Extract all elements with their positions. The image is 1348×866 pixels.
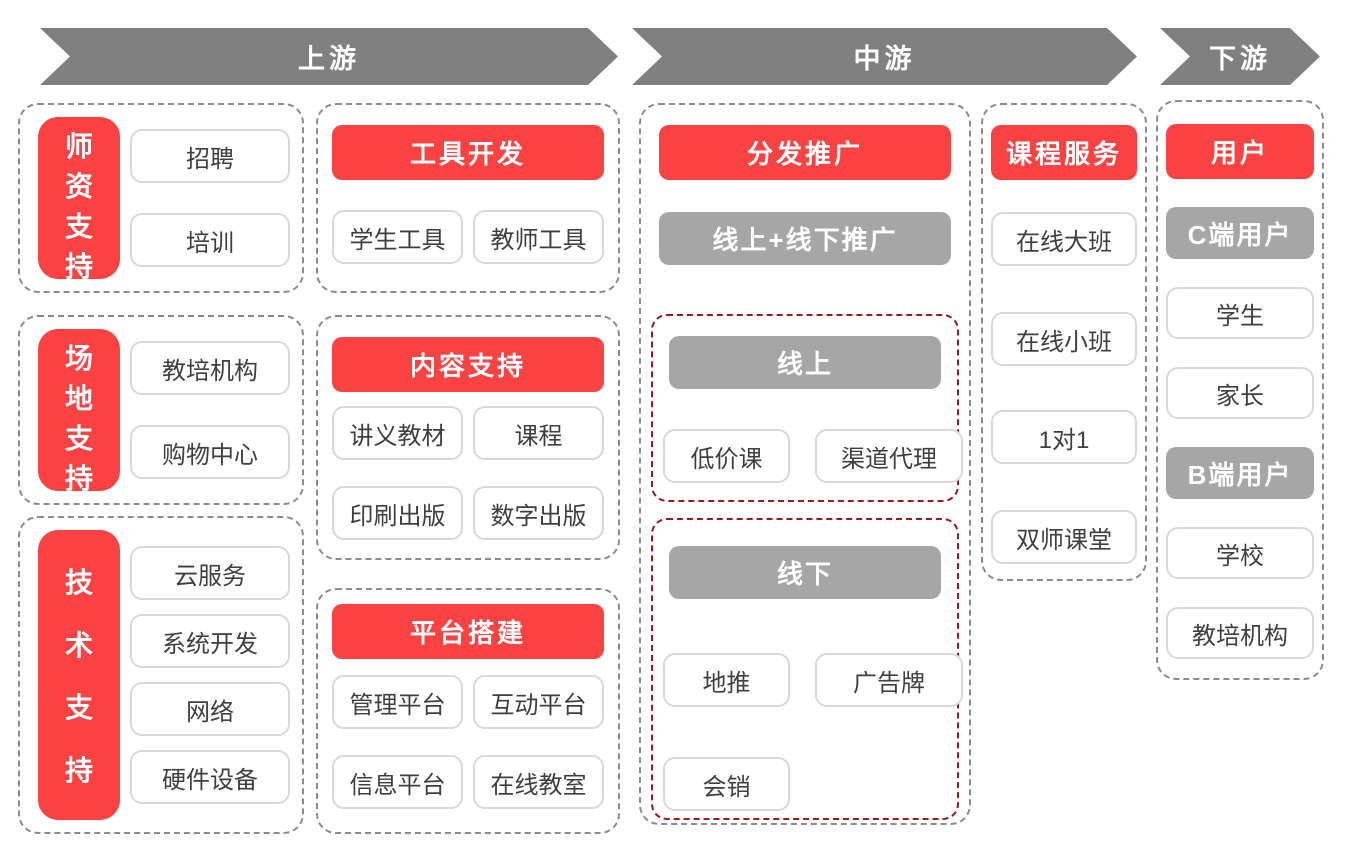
box-conference-marketing: 会销 (663, 757, 790, 811)
box-courses: 课程 (473, 406, 604, 460)
distribution-header: 分发推广 (659, 125, 951, 180)
banner-midstream: 中游 (632, 28, 1137, 85)
content-support-header: 内容支持 (332, 337, 604, 392)
box-print-publishing: 印刷出版 (332, 486, 463, 540)
box-info-platform: 信息平台 (332, 755, 463, 809)
box-interactive-platform: 互动平台 (473, 675, 604, 729)
box-cloud-service: 云服务 (130, 546, 290, 600)
offline-row-2: 会销 (663, 757, 947, 811)
group-course-service: 课程服务 在线大班 在线小班 1对1 双师课堂 (981, 103, 1147, 581)
teacher-support-items: 招聘 培训 (130, 117, 290, 279)
box-training-org: 教培机构 (1166, 607, 1314, 659)
box-school: 学校 (1166, 527, 1314, 579)
box-digital-publishing: 数字出版 (473, 486, 604, 540)
box-recruitment: 招聘 (130, 129, 290, 183)
group-users: 用户 C端用户 学生 家长 B端用户 学校 教培机构 (1156, 100, 1324, 680)
platform-build-row-1: 管理平台 互动平台 (332, 675, 604, 729)
box-online-small-class: 在线小班 (991, 312, 1137, 366)
box-training: 培训 (130, 213, 290, 267)
box-teacher-tools: 教师工具 (473, 210, 604, 264)
box-shopping-mall: 购物中心 (130, 425, 290, 479)
c-side-users-pill: C端用户 (1166, 207, 1314, 259)
box-online-large-class: 在线大班 (991, 212, 1137, 266)
subgroup-online: 线上 低价课 渠道代理 (651, 314, 963, 502)
group-tech-support: 技术支持 云服务 系统开发 网络 硬件设备 (18, 516, 304, 834)
group-venue-support: 场地支持 教培机构 购物中心 (18, 315, 304, 505)
platform-build-row-2: 信息平台 在线教室 (332, 755, 604, 809)
group-platform-build: 平台搭建 管理平台 互动平台 信息平台 在线教室 (316, 588, 620, 834)
box-lecture-materials: 讲义教材 (332, 406, 463, 460)
banner-upstream: 上游 (40, 28, 618, 85)
box-admin-platform: 管理平台 (332, 675, 463, 729)
venue-support-items: 教培机构 购物中心 (130, 329, 290, 491)
box-one-on-one: 1对1 (991, 410, 1137, 464)
course-service-header: 课程服务 (991, 125, 1137, 180)
content-support-row-1: 讲义教材 课程 (332, 406, 604, 460)
box-edu-training-org: 教培机构 (130, 341, 290, 395)
tech-support-title: 技术支持 (38, 530, 120, 820)
group-content-support: 内容支持 讲义教材 课程 印刷出版 数字出版 (316, 315, 620, 560)
group-distribution: 分发推广 线上+线下推广 线上 低价课 渠道代理 线下 地推 广告牌 会销 (639, 103, 971, 825)
box-system-dev: 系统开发 (130, 614, 290, 668)
content-support-row-2: 印刷出版 数字出版 (332, 486, 604, 540)
banner-downstream: 下游 (1160, 28, 1320, 85)
box-billboard: 广告牌 (815, 653, 963, 707)
group-tool-dev: 工具开发 学生工具 教师工具 (316, 103, 620, 293)
teacher-support-title: 师资支持 (38, 117, 120, 282)
box-online-classroom: 在线教室 (473, 755, 604, 809)
users-header: 用户 (1166, 124, 1314, 179)
platform-build-header: 平台搭建 (332, 604, 604, 659)
box-ground-promo: 地推 (663, 653, 790, 707)
box-parent: 家长 (1166, 367, 1314, 419)
box-hardware: 硬件设备 (130, 750, 290, 804)
box-student-tools: 学生工具 (332, 210, 463, 264)
tool-dev-header: 工具开发 (332, 125, 604, 180)
box-low-price-course: 低价课 (663, 429, 790, 483)
tool-dev-row: 学生工具 教师工具 (332, 210, 604, 264)
offline-header: 线下 (669, 546, 941, 599)
online-row: 低价课 渠道代理 (663, 429, 963, 483)
b-side-users-pill: B端用户 (1166, 447, 1314, 499)
box-dual-teacher-class: 双师课堂 (991, 510, 1137, 564)
tech-support-items: 云服务 系统开发 网络 硬件设备 (130, 530, 290, 820)
venue-support-title: 场地支持 (38, 329, 120, 494)
distribution-subtitle-pill: 线上+线下推广 (659, 212, 951, 265)
online-header: 线上 (669, 336, 941, 389)
box-student: 学生 (1166, 287, 1314, 339)
subgroup-offline: 线下 地推 广告牌 会销 (651, 518, 963, 820)
offline-row-1: 地推 广告牌 (663, 653, 963, 707)
group-teacher-support: 师资支持 招聘 培训 (18, 103, 304, 293)
box-network: 网络 (130, 682, 290, 736)
box-channel-agent: 渠道代理 (815, 429, 963, 483)
